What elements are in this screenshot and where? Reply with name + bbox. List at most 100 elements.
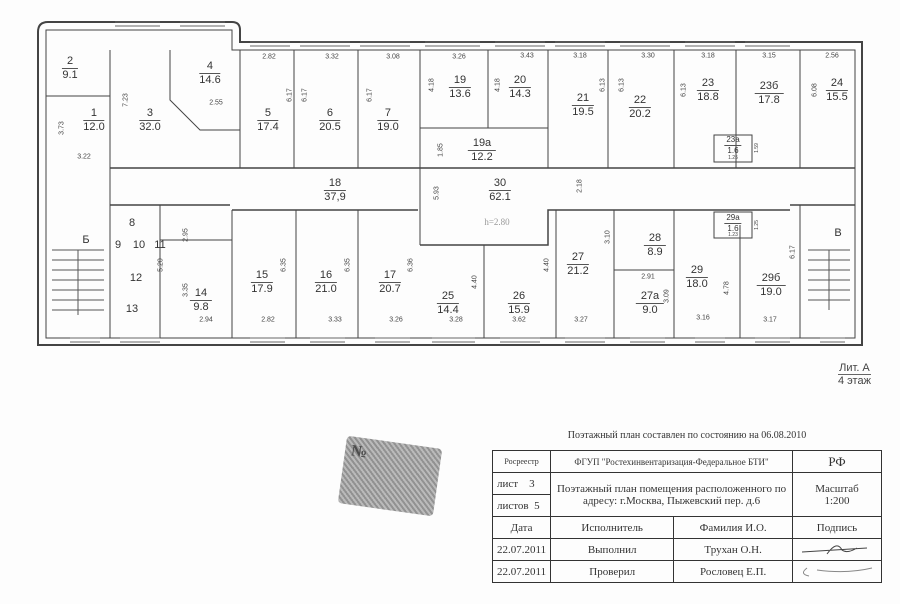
- dimension-label: 2.91: [641, 273, 655, 281]
- sheet-label: лист: [497, 477, 519, 490]
- lit-title: Лит. А: [838, 362, 871, 375]
- room-area: 18.0: [686, 278, 708, 290]
- dimension-label: 2.95: [182, 228, 190, 242]
- room-area: 15.5: [826, 91, 848, 103]
- room-area: 9.0: [642, 304, 658, 316]
- row-role: Выполнил: [550, 538, 675, 561]
- dimension-label: 6.36: [407, 258, 415, 272]
- dimension-label: 7.23: [122, 93, 130, 107]
- plan-date-caption: Поэтажный план составлен по состоянию на…: [567, 430, 807, 441]
- dimension-label: 1.23: [728, 232, 738, 238]
- room-area: 14.4: [437, 304, 459, 316]
- table-row: 22.07.2011 Проверил Рословец Е.П.: [491, 560, 883, 583]
- dimension-label: 6.13: [618, 78, 626, 92]
- room-area: 15.9: [508, 304, 530, 316]
- room-number: 19: [448, 75, 472, 88]
- dimension-label: 2.55: [209, 99, 223, 107]
- room-number: 18: [323, 178, 347, 191]
- room-area: 20.7: [379, 283, 401, 295]
- room-number: 19а: [467, 138, 497, 151]
- floor-number: 4 этаж: [838, 375, 871, 387]
- small-room-number: 10: [132, 239, 146, 251]
- dimension-label: 3.43: [520, 52, 534, 60]
- country: РФ: [791, 450, 883, 473]
- dimension-label: 6.35: [280, 258, 288, 272]
- dimension-label: 3.28: [449, 316, 463, 324]
- outer-wall-inner: [45, 29, 856, 339]
- room-area: 32.0: [139, 121, 161, 133]
- ceiling-height: h=2.80: [484, 217, 510, 227]
- stairs: [52, 249, 850, 315]
- dimension-label: 6.17: [789, 245, 797, 259]
- room-area: 20.2: [629, 108, 651, 120]
- dimension-label: 3.33: [328, 316, 342, 324]
- room-number: 27: [566, 252, 590, 265]
- dimension-label: 6.35: [344, 258, 352, 272]
- room-area: 21.0: [315, 283, 337, 295]
- room-area: 9.1: [62, 69, 78, 81]
- room-number: 29: [685, 265, 709, 278]
- room-area: 19.0: [377, 121, 399, 133]
- stair-label-b: Б: [82, 234, 90, 246]
- header-signature: Подпись: [791, 516, 883, 539]
- room-area: 14.3: [509, 88, 531, 100]
- room-number: 29б: [756, 273, 786, 286]
- dimension-label: 2.18: [576, 179, 584, 193]
- sheets-count: 5: [534, 499, 540, 512]
- dimension-label: 4.40: [471, 275, 479, 289]
- dimension-label: 6.17: [286, 88, 294, 102]
- organization: ФГУП "Ростехинвентаризация-Федеральное Б…: [550, 450, 793, 473]
- dimension-label: 3.62: [512, 316, 526, 324]
- scale-value: 1:200: [824, 494, 850, 507]
- dimension-label: 2.82: [261, 316, 275, 324]
- room-number: 29а: [724, 213, 742, 224]
- row-date: 22.07.2011: [491, 560, 552, 583]
- room-area: 12.0: [83, 121, 105, 133]
- room-number: 16: [314, 270, 338, 283]
- dimension-label: 3.73: [58, 121, 66, 135]
- dimension-label: 3.08: [386, 53, 400, 61]
- small-room-number: 11: [154, 239, 166, 251]
- dimension-label: 1.85: [437, 143, 445, 157]
- room-area: 37,9: [324, 191, 346, 203]
- small-room-number: 12: [129, 272, 143, 284]
- room-number: 25: [436, 291, 460, 304]
- dimension-label: 1.25: [754, 220, 760, 230]
- shaft-29a: [713, 211, 753, 239]
- dimension-label: 3.16: [696, 314, 710, 322]
- room-number: 15: [250, 270, 274, 283]
- windows: [70, 21, 845, 343]
- dimension-label: 3.27: [574, 316, 588, 324]
- room-number: 23б: [754, 81, 784, 94]
- dimension-label: 3.17: [763, 316, 777, 324]
- dimension-label: 6.08: [811, 83, 819, 97]
- stamp: №: [337, 435, 443, 517]
- room-area: 62.1: [489, 191, 511, 203]
- room-area: 12.2: [471, 151, 493, 163]
- room-number: 4: [199, 61, 221, 74]
- small-room-number: 8: [128, 217, 136, 229]
- room-area: 19.0: [760, 286, 782, 298]
- room-number: 7: [377, 108, 399, 121]
- room-number: 1: [83, 108, 105, 121]
- outer-wall: [37, 21, 863, 346]
